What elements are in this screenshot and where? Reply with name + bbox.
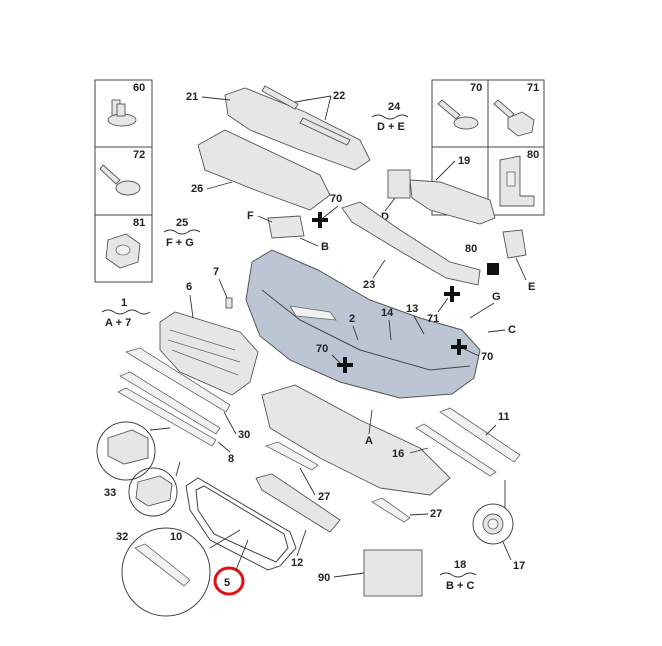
part-12-lower-grille [255, 473, 341, 533]
part-30-strip [125, 347, 231, 413]
fastener-panel-left: 60 72 81 [94, 79, 153, 283]
callout-33: 33 [104, 487, 116, 499]
callout-25: 25 [176, 217, 188, 229]
part-11-strip [439, 407, 521, 463]
callout-12: 12 [291, 557, 303, 569]
marker-70-right-cross-icon [451, 339, 467, 355]
callout-32: 32 [116, 531, 128, 543]
part-90-clip-kit [363, 549, 423, 597]
part-27-left [264, 441, 319, 471]
callout-13-right: 13 [406, 303, 418, 315]
detail-circle-17 [472, 480, 514, 545]
callout-81: 81 [133, 217, 145, 229]
bolt-71-icon [493, 99, 535, 137]
part-e-bracket [502, 229, 527, 259]
callout-16: 16 [392, 448, 404, 460]
callout-14-right: 14 [381, 307, 394, 319]
part-f-bracket [267, 215, 305, 239]
callout-7: 7 [213, 266, 219, 278]
callout-26: 26 [191, 183, 203, 195]
callout-A: A [365, 435, 373, 447]
marker-80-square-icon [487, 263, 499, 275]
callout-F: F [247, 210, 254, 222]
part-front-bumper-cover [245, 249, 481, 399]
part-8-strip [117, 387, 217, 447]
callout-10: 10 [170, 531, 182, 543]
callout-90: 90 [318, 572, 330, 584]
part-23-beam [341, 201, 481, 286]
callout-71-mid: 71 [427, 313, 439, 325]
bolt-70-icon [437, 99, 479, 130]
part-6-grille [159, 311, 259, 396]
callout-11: 11 [498, 411, 510, 423]
part-27-right [371, 497, 411, 523]
callout-C: C [508, 324, 516, 336]
callout-D: D [381, 211, 389, 223]
marker-70-left-cross-icon [337, 357, 353, 373]
callout-23: 23 [363, 279, 375, 291]
callout-21: 21 [186, 91, 198, 103]
callout-5: 5 [224, 577, 230, 589]
callout-B-top: B [321, 241, 329, 253]
callout-22: 22 [333, 90, 345, 102]
callout-18: 18 [454, 559, 466, 571]
part-16-strip [415, 423, 497, 477]
callout-24-sub: D + E [377, 121, 405, 133]
callout-70-right: 70 [481, 351, 493, 363]
fastener-panel-right: 70 71 80 [431, 79, 545, 216]
part-under-shield [261, 384, 451, 496]
callout-19: 19 [458, 155, 470, 167]
callout-1-sub: A + 7 [105, 317, 131, 329]
part-d-bracket [387, 169, 411, 199]
callout-17: 17 [513, 560, 525, 572]
callout-E: E [528, 281, 535, 293]
bracket-80-icon [499, 155, 535, 207]
bolt-60-icon [107, 99, 137, 127]
screw-72-icon [99, 164, 141, 196]
part-7-clip [225, 297, 233, 309]
callout-6: 6 [186, 281, 192, 293]
highlight-circle-5 [213, 566, 245, 596]
callout-60: 60 [133, 82, 145, 94]
part-5-grille-frame [185, 477, 297, 571]
upper-carrier-assembly [197, 85, 371, 211]
callout-30: 30 [238, 429, 250, 441]
callout-70-left: 70 [316, 343, 328, 355]
callout-24: 24 [388, 101, 401, 113]
callout-80-panel: 80 [527, 149, 539, 161]
callout-25-sub: F + G [166, 237, 194, 249]
part-19 [409, 179, 496, 225]
callout-71-panel: 71 [527, 82, 539, 94]
detail-circle-32 [128, 461, 181, 517]
callout-18-sub: B + C [446, 580, 474, 592]
marker-71-cross-icon [444, 286, 460, 302]
callout-1: 1 [121, 297, 127, 309]
callout-72: 72 [133, 149, 145, 161]
callout-8: 8 [228, 453, 234, 465]
detail-circle-10 [121, 527, 241, 617]
callout-70-mid: 70 [330, 193, 342, 205]
callout-G: G [492, 291, 501, 303]
marker-70-cross-icon [312, 212, 328, 228]
detail-circle-33 [96, 421, 171, 481]
callout-2: 2 [349, 313, 355, 325]
callout-80-mid: 80 [465, 243, 477, 255]
callout-70-panel: 70 [470, 82, 482, 94]
nut-81-icon [105, 233, 141, 269]
callout-27-left: 27 [318, 491, 330, 503]
callout-27-right: 27 [430, 508, 442, 520]
